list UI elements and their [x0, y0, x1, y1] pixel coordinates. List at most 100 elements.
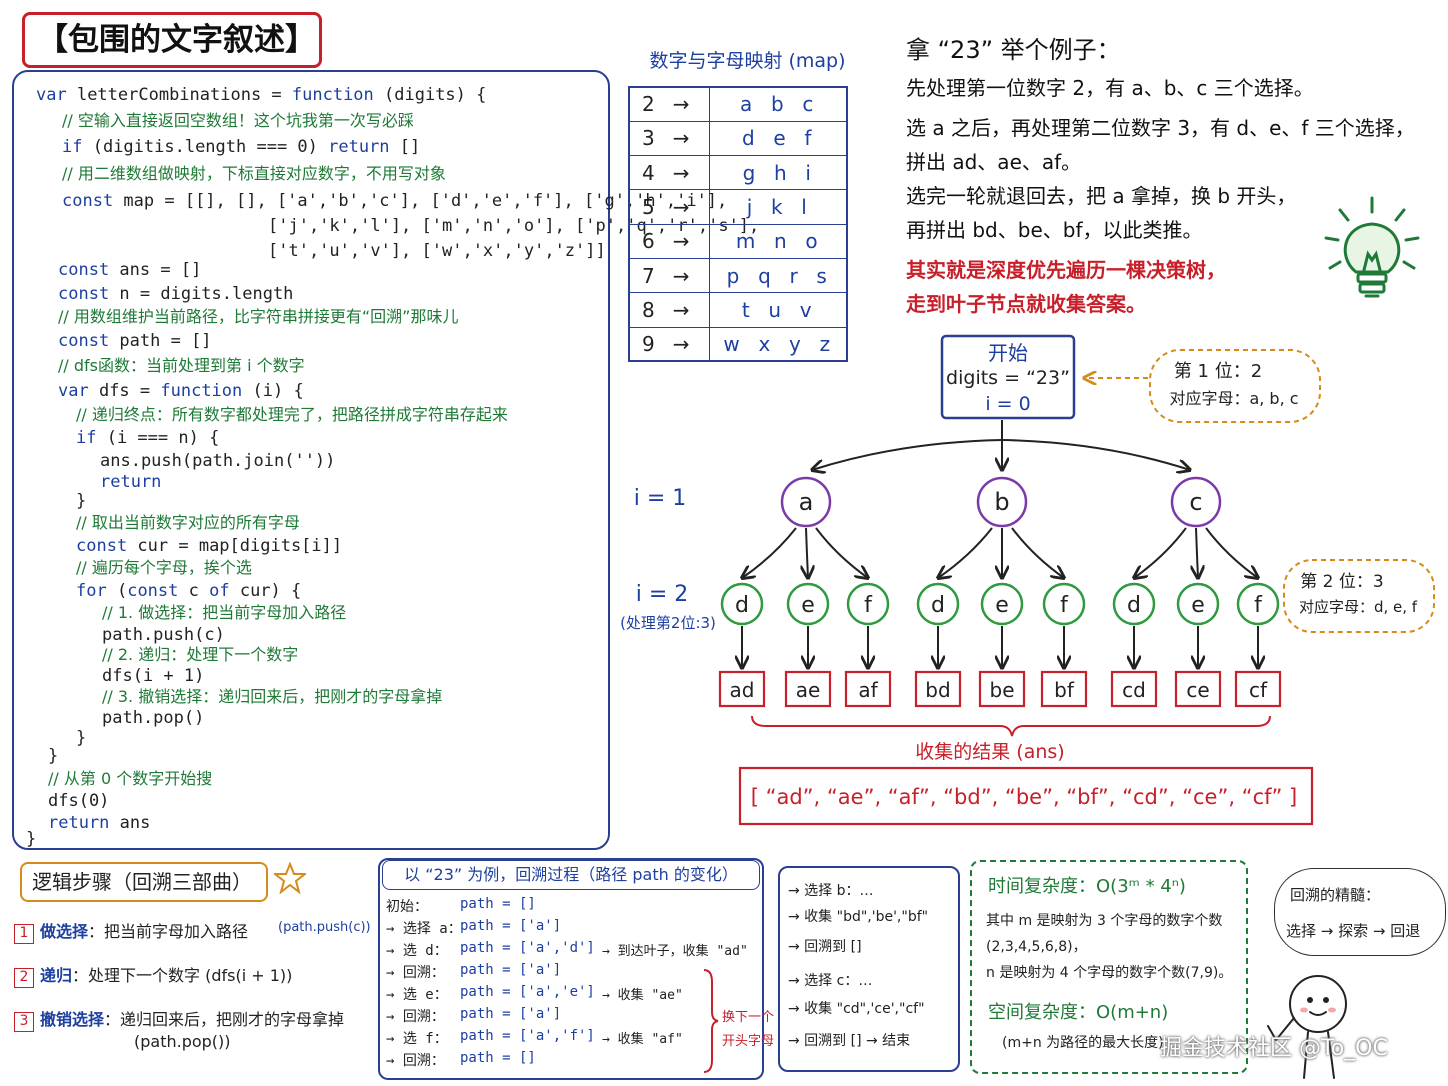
backtrack-path-value: path = ['a','f'] [460, 1028, 595, 1044]
code-line: return [100, 472, 162, 492]
tree-edge [1196, 527, 1198, 578]
map-digit-cell: 2→ [628, 86, 710, 122]
step-desc: ：处理下一个数字 (dfs(i + 1)) [72, 966, 293, 985]
explanation-line: 先处理第一位数字 2，有 a、b、c 三个选择。 [906, 76, 1314, 100]
backtrack-continued-panel [778, 866, 960, 1072]
backtrack-path-value: path = ['a'] [460, 962, 562, 978]
backtrack-step-label: → 选择 a： [386, 921, 462, 937]
level-2-node-label: e [1191, 593, 1205, 618]
backtrack-path-value: path = ['a'] [460, 1006, 562, 1022]
map-row: 2→a b c [628, 86, 848, 122]
code-line: dfs(i + 1) [102, 666, 205, 686]
step-number: 2 [14, 968, 34, 988]
time-complexity-line-2: (2,3,4,5,6,8)， [986, 939, 1087, 955]
map-letters: d e f [708, 120, 848, 157]
code-line: ans.push(path.join('')) [100, 451, 336, 471]
root-node [940, 334, 1076, 420]
level-2-node-label: e [801, 593, 815, 618]
code-line: return ans [48, 813, 151, 833]
level-2-label: i = 2 [636, 582, 689, 607]
code-comment-line: // 遍历每个字母，挨个选 [76, 558, 252, 577]
level-1-node-label: a [799, 488, 814, 516]
arrow-icon: → [672, 263, 690, 288]
watermark: 掘金技术社区 @To_OC [1160, 1036, 1388, 1061]
level-2-node [980, 582, 1024, 626]
map-digit-cell: 5→ [628, 189, 710, 225]
root-index: i = 0 [985, 393, 1030, 415]
code-line: for (const c of cur) { [76, 581, 302, 601]
callout-first-digit-title: 第 1 位：2 [1174, 361, 1262, 382]
backtrack-continued-row: → 收集 "cd",'ce',"cf" [788, 1001, 925, 1017]
leaf-node-label: ce [1186, 678, 1209, 702]
level-1-node [780, 476, 832, 528]
callout-first-digit [1149, 349, 1321, 423]
essence-bubble [1274, 868, 1446, 956]
tree-edge [812, 439, 1003, 470]
callout-second-digit [1283, 559, 1435, 633]
time-complexity-title: 时间复杂度：O(3ᵐ * 4ⁿ) [988, 876, 1186, 897]
code-comment-line: // 递归终点：所有数字都处理完了，把路径拼成字符串存起来 [76, 405, 508, 424]
map-digit-cell: 4→ [628, 155, 710, 191]
map-row: 3→d e f [628, 120, 848, 157]
explanation-highlight: 其实就是深度优先遍历一棵决策树， [906, 258, 1226, 282]
leaf-node-label: ad [730, 678, 755, 702]
stick-figure-icon [1267, 975, 1347, 1079]
backtrack-continued-row: → 选择 c：… [788, 973, 873, 989]
map-digit-cell: 6→ [628, 223, 710, 259]
backtrack-title: 以 “23” 为例，回溯过程（路径 path 的变化） [382, 860, 760, 890]
level-2-node-label: f [1254, 593, 1263, 618]
level-2-node [846, 582, 890, 626]
code-comment-line: // dfs函数：当前处理到第 i 个数字 [58, 356, 305, 375]
step-code: (path.push(c)) [278, 920, 371, 935]
code-panel [12, 70, 610, 850]
step-number: 3 [14, 1012, 34, 1032]
map-table-title: 数字与字母映射 (map) [649, 50, 846, 72]
leaf-node [978, 670, 1026, 708]
tree-edge [1011, 527, 1064, 578]
leaf-node [1040, 670, 1088, 708]
backtrack-step-label: → 选 f： [386, 1031, 448, 1047]
map-digit-cell: 7→ [628, 257, 710, 294]
explanation-line: 再拼出 bd、be、bf，以此类推。 [906, 218, 1203, 242]
level-2-node [916, 582, 960, 626]
backtrack-step-label: → 选 e： [386, 987, 448, 1003]
leaf-node-label: bf [1054, 678, 1075, 702]
level-2-node [1042, 582, 1086, 626]
complexity-panel [970, 860, 1248, 1074]
essence-flow: 选择 → 探索 → 回退 [1286, 922, 1421, 940]
map-letters: t u v [708, 292, 848, 328]
map-row: 5→j k l [628, 189, 848, 225]
backtrack-continued-row: → 收集 "bd",'be',"bf" [788, 909, 929, 925]
code-line: const path = [] [58, 331, 212, 351]
map-row: 8→t u v [628, 292, 848, 328]
backtrack-note: → 收集 "ae" [602, 988, 683, 1003]
backtrack-step-label: → 选 d： [386, 943, 448, 959]
code-comment-line: // 空输入直接返回空数组！这个坑我第一次写必踩 [62, 111, 414, 130]
code-line: const n = digits.length [58, 284, 294, 304]
leaf-node [784, 670, 832, 708]
code-line: const map = [[], [], ['a','b','c'], ['d'… [62, 191, 728, 211]
result-brace [751, 715, 1271, 737]
tree-edge [806, 527, 808, 578]
leaf-node-label: cf [1249, 678, 1268, 702]
step-desc: ：把当前字母加入路径 [88, 922, 249, 941]
backtrack-note: → 收集 "af" [602, 1032, 683, 1047]
lightbulb-icon [1324, 196, 1420, 298]
level-2-node-label: d [931, 593, 945, 618]
callout-second-digit-letters: 对应字母：d, e, f [1299, 598, 1418, 616]
map-digit: 5 [642, 195, 655, 220]
code-line: } [76, 491, 87, 511]
map-letters: j k l [708, 189, 848, 225]
explanation-line: 选完一轮就退回去，把 a 拿掉，换 b 开头， [906, 184, 1297, 208]
leaf-node-label: be [990, 678, 1015, 702]
code-comment-line: // 用数组维护当前路径，比字符串拼接更有“回溯”那味儿 [58, 307, 459, 326]
code-line: var dfs = function (i) { [58, 381, 304, 401]
map-row: 4→g h i [628, 155, 848, 191]
backtrack-step-label: 初始： [386, 899, 428, 915]
map-row: 6→m n o [628, 223, 848, 259]
arrow-icon: → [672, 297, 690, 322]
code-line: if (digitis.length === 0) return [] [62, 137, 421, 157]
